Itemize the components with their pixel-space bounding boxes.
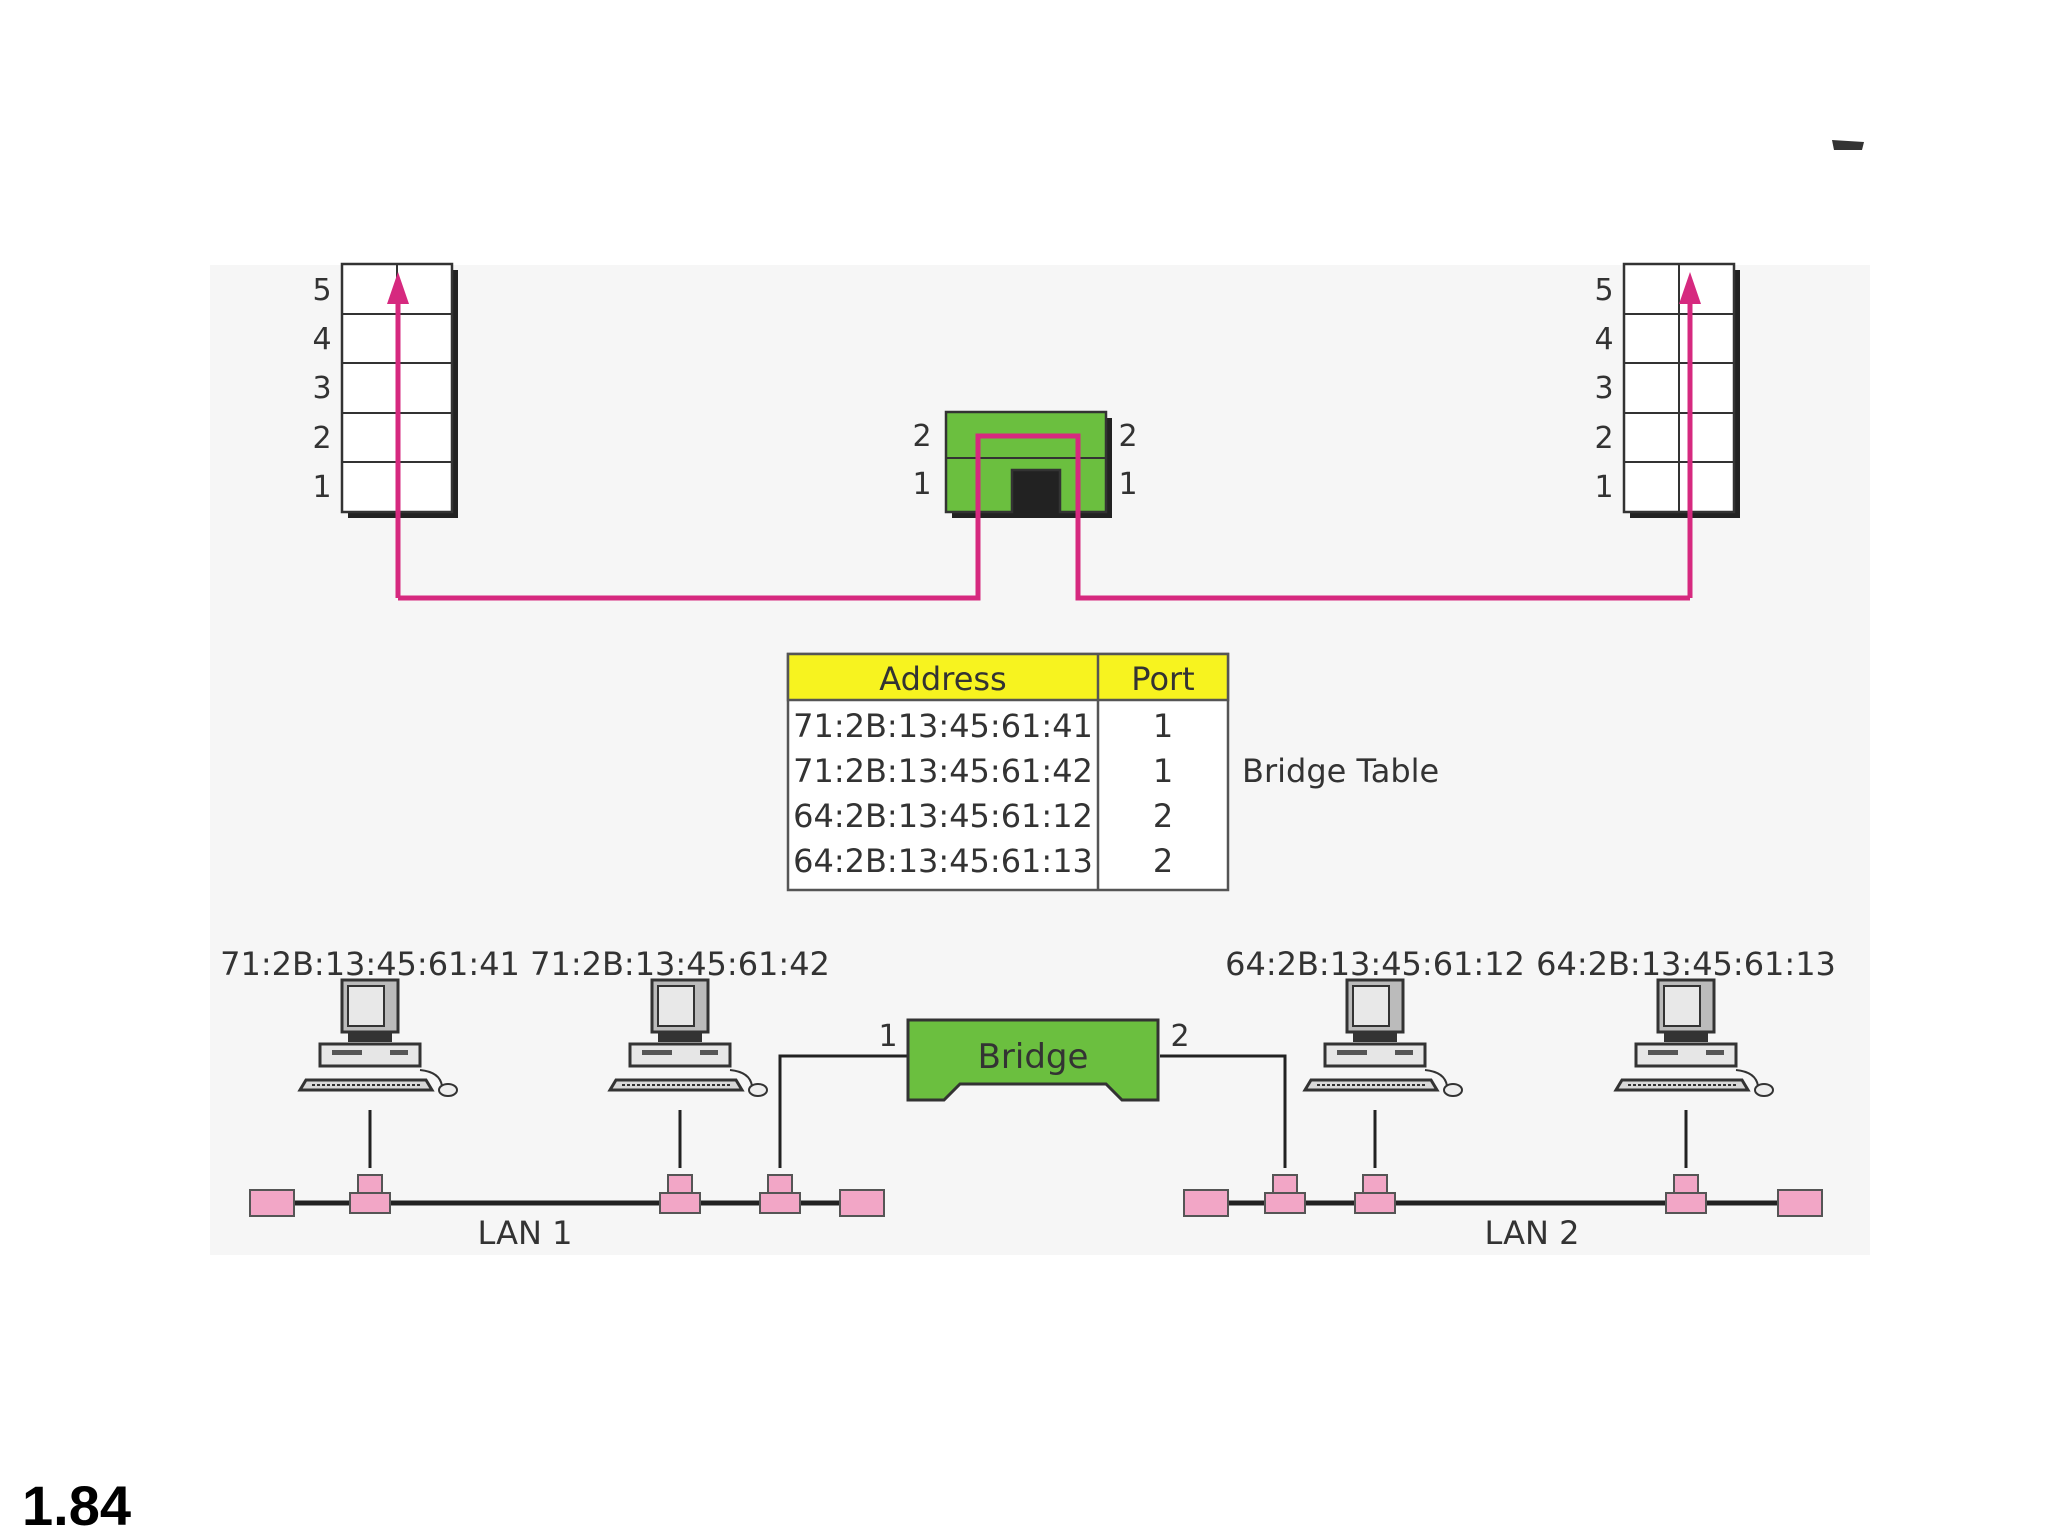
lan-terminator [1183,1189,1229,1217]
device-port-label: 2 [912,419,931,454]
bridge-table-caption: Bridge Table [1242,752,1439,790]
left-layer-label: 1 [312,470,331,505]
bridge-link-lan1 [778,1054,910,1168]
table-cell-port: 1 [1153,752,1173,790]
table-cell-port: 2 [1153,797,1173,835]
right-layer-label: 4 [1594,322,1613,357]
left-layer-label: 3 [312,371,331,406]
bridge-link-lan2 [1160,1054,1287,1168]
device-port-label: 1 [1118,467,1137,502]
bridge-label: Bridge [978,1037,1089,1077]
lan-terminator [249,1189,295,1217]
station-address: 71:2B:13:45:61:41 [220,945,520,983]
frame-path [387,272,1701,601]
station-address: 64:2B:13:45:61:13 [1536,945,1836,983]
right-layer-label: 1 [1594,470,1613,505]
table-cell-port: 1 [1153,707,1173,745]
table-header-port: Port [1131,660,1194,698]
lan-terminator [1777,1189,1823,1217]
station-address: 64:2B:13:45:61:12 [1225,945,1525,983]
lan1-label: LAN 1 [478,1214,573,1252]
table-cell-address: 71:2B:13:45:61:41 [793,707,1093,745]
bridge-port-label: 1 [878,1019,897,1054]
bridge-box: Bridge [906,1018,1160,1102]
device-port-label: 2 [1118,419,1137,454]
up-arrow-icon [1679,272,1701,304]
table-cell-address: 64:2B:13:45:61:12 [793,797,1093,835]
up-arrow-icon [387,272,409,304]
right-layer-stack: 5 4 3 2 1 [1594,262,1740,518]
device-port-label: 1 [912,467,931,502]
bridge-port-label: 2 [1170,1019,1189,1054]
lan2-label: LAN 2 [1485,1214,1580,1252]
left-layer-label: 5 [312,273,331,308]
right-layer-label: 3 [1594,371,1613,406]
table-cell-address: 64:2B:13:45:61:13 [793,842,1093,880]
table-header-address: Address [879,660,1006,698]
corner-mark [1832,140,1864,150]
right-layer-label: 2 [1594,421,1613,456]
table-cell-address: 71:2B:13:45:61:42 [793,752,1093,790]
right-layer-label: 5 [1594,273,1613,308]
lan-terminator [839,1189,885,1217]
left-layer-stack: 5 4 3 2 1 [312,262,458,518]
left-layer-label: 4 [312,322,331,357]
left-layer-label: 2 [312,421,331,456]
table-cell-port: 2 [1153,842,1173,880]
bridge-layer-device: 2 1 2 1 [912,410,1138,518]
slide-number: 1.84 [22,1474,131,1537]
station-address: 71:2B:13:45:61:42 [530,945,830,983]
bridge-table: Address Port 71:2B:13:45:61:41 1 71:2B:1… [786,652,1230,892]
